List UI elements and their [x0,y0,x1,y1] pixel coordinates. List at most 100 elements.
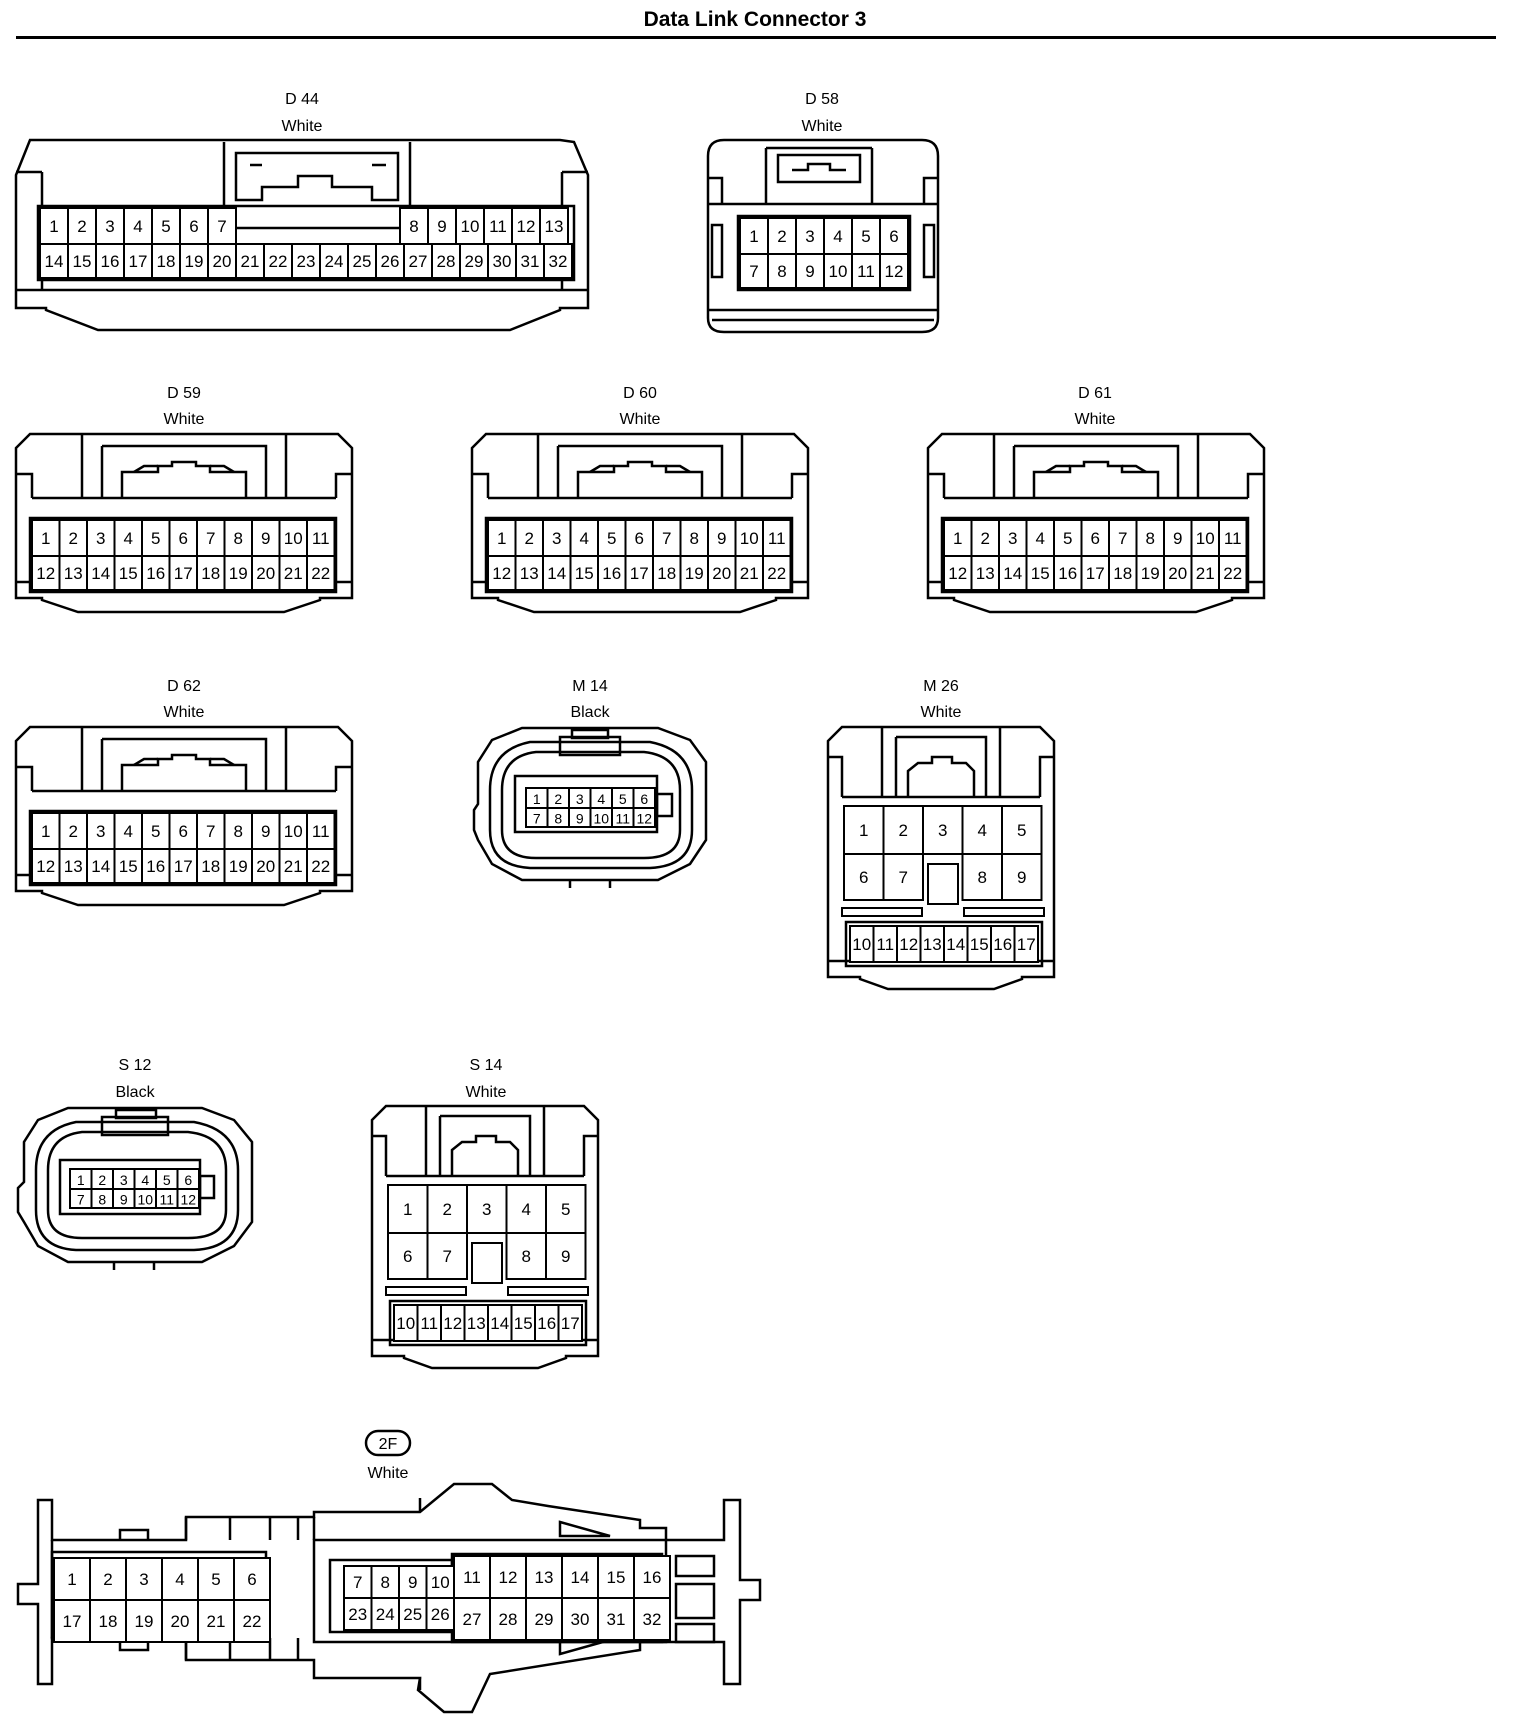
d44-cavity [151,243,181,279]
s12-pin-number: 8 [98,1192,106,1208]
d44-pin-number: 30 [493,252,512,271]
m26-pin-number: 14 [946,935,965,954]
d61-pin-number: 11 [1224,529,1242,548]
c2f-pin-number: 4 [175,1570,184,1589]
m26-pin-number: 8 [978,868,987,887]
d44-cavity [459,243,489,279]
m14-pin-number: 2 [554,791,562,807]
d61-cavity [943,555,973,591]
connector-2f-code: 2F [379,1436,398,1453]
d44-pin-number: 16 [101,252,120,271]
d58-pin-frame [736,214,912,292]
d44-cavity [207,207,237,245]
m26-cavity [843,853,885,901]
d44-pin-number: 2 [77,217,86,236]
d58-pin-number: 5 [861,227,870,246]
d61-pin-number: 1 [953,529,962,548]
d62-pin-number: 16 [146,857,165,876]
c2f-pin-number: 22 [243,1612,262,1631]
d62-pin-number: 7 [206,822,215,841]
d60-pin-number: 2 [525,529,534,548]
m26-cavity [922,805,964,855]
d62-pin-number: 17 [174,857,193,876]
m26-cavity [961,805,1003,855]
c2f-pin-number: 27 [463,1610,482,1629]
d62-pin-number: 3 [96,822,105,841]
c2f-cavity [197,1557,235,1601]
s12-pin-number: 9 [120,1192,128,1208]
d59-pin-number: 22 [311,564,330,583]
d61-pin-frame [940,516,1250,594]
d61-pin-number: 8 [1146,529,1155,548]
d60-pin-number: 14 [547,564,566,583]
d44-cavity [427,207,457,245]
s14-cavity [505,1232,547,1280]
m26-latch-bar [841,907,923,917]
s14-pin-number: 13 [467,1314,486,1333]
s14-cavity [426,1232,468,1280]
d44-pin-number: 20 [213,252,232,271]
d58-pin-number: 10 [829,262,848,281]
d44-pin-number: 7 [217,217,226,236]
d44-pin-number: 17 [129,252,148,271]
s14-pin-number: 15 [514,1314,533,1333]
connector-d44-color: White [282,118,323,135]
c2f-pin-number: 5 [211,1570,220,1589]
d44-pin-number: 18 [157,252,176,271]
d61-pin-number: 20 [1168,564,1187,583]
m26-pin-number: 17 [1017,935,1036,954]
title-rule [16,36,1496,39]
d62-pin-number: 19 [229,857,248,876]
c2f-pin-number: 8 [381,1573,390,1592]
connector-d58-color: White [802,118,843,135]
m14-pin-number: 8 [554,811,562,827]
connector-d44-code: D 44 [285,91,319,108]
d62-cavity [58,848,88,884]
connector-d59-color: White [164,411,205,428]
d61-pin-number: 15 [1031,564,1050,583]
d59-cavity [223,519,253,557]
d59-cavity [306,519,336,557]
d44-pin-number: 10 [461,217,480,236]
d59-pin-number: 20 [256,564,275,583]
connector-s12-housing [16,1106,254,1270]
d61-pin-number: 17 [1086,564,1105,583]
s12-pin-number: 5 [163,1172,171,1188]
c2f-cavity [489,1597,527,1641]
d58-pin-number: 7 [749,262,758,281]
d62-pin-number: 11 [312,822,330,841]
c2f-pin-number: 12 [499,1568,518,1587]
s14-key-slot [471,1242,503,1284]
d61-pin-number: 9 [1173,529,1182,548]
s12-pin-number: 11 [159,1192,174,1208]
d44-cavity [319,243,349,279]
d60-pin-number: 21 [740,564,759,583]
d60-pin-number: 5 [607,529,616,548]
connector-d59-code: D 59 [167,385,201,402]
d62-pin-frame [28,809,338,887]
s14-pin-number: 10 [396,1314,415,1333]
m26-pin-number: 2 [899,821,908,840]
m26-pin-number: 7 [899,868,908,887]
d44-pin-number: 15 [73,252,92,271]
d44-cavity [39,243,69,279]
d61-cavity [1190,555,1220,591]
c2f-pin-number: 13 [535,1568,554,1587]
connector-2f-code-badge [364,1429,412,1457]
d62-pin-number: 8 [234,822,243,841]
c2f-pin-number: 3 [139,1570,148,1589]
d44-cavity [95,243,125,279]
s12-cavity [176,1188,200,1209]
s12-pin-number: 2 [98,1172,106,1188]
s14-cavity [387,1184,429,1234]
c2f-pin-number: 16 [643,1568,662,1587]
d58-pin-number: 9 [805,262,814,281]
c2f-cavity [597,1597,635,1641]
